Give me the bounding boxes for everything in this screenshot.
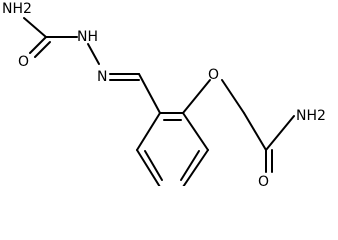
molecule-drawing: NH2 O NH N O NH2 O [2,1,326,186]
bond-carbonyl-o-b [34,41,51,58]
atom-nh2-left: NH2 [2,1,32,17]
atom-o-carbonyl-left: O [18,54,29,70]
ring-inner-double-2 [180,150,200,181]
bond-nh2-carbonyl [23,17,47,38]
atom-labels: NH2 O NH N O NH2 O [2,1,326,186]
bond-carbonyl-nh2 [265,115,295,151]
bond-o-ch2 [221,79,245,114]
atom-nh: NH [77,29,98,45]
ring-bond-3 [182,149,209,186]
atom-o-ether: O [208,67,219,83]
bonds [23,17,295,186]
ring-bond-6 [136,112,161,151]
atom-n-imine: N [97,69,107,85]
ring-bond-2 [182,112,209,151]
bond-ring-o [182,79,211,114]
bond-carbonyl-o-a [29,36,47,54]
ring-inner-double-3 [144,150,163,181]
bond-ch-ring [138,73,161,114]
bond-ch2-carbonyl [243,112,267,151]
atom-o-amide: O [258,174,269,186]
ring-bond-5 [136,149,161,186]
atom-nh2-right: NH2 [296,108,326,124]
structure-canvas: NH2 O NH N O NH2 O [2,1,326,186]
bond-nh-n [87,43,100,65]
